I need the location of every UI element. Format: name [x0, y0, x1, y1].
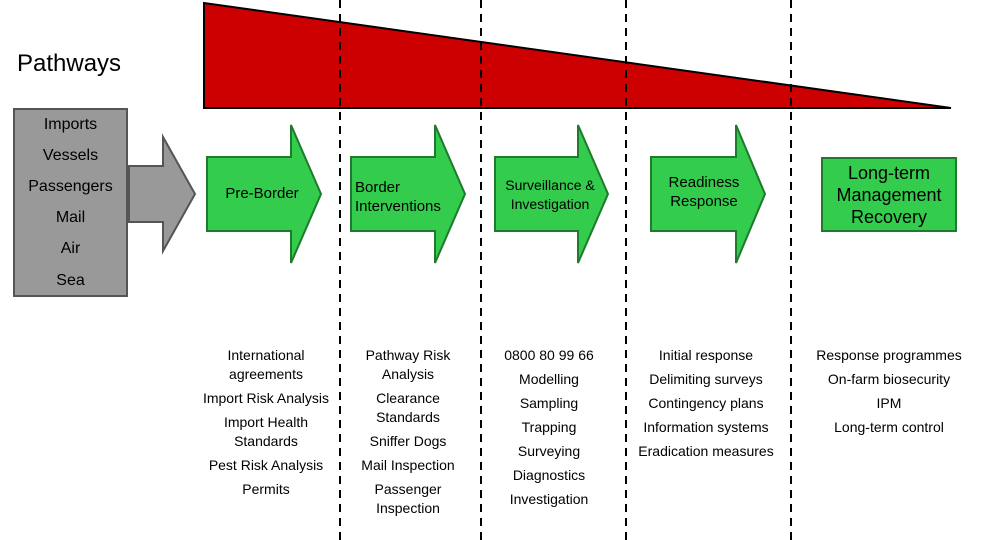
stage-label-surveillance: Surveillance & Investigation — [505, 177, 595, 212]
pathway-mail: Mail — [55, 209, 86, 226]
pathway-passengers: Passengers — [28, 178, 113, 195]
pathways-arrow — [128, 133, 197, 255]
pathway-imports: Imports — [43, 116, 98, 133]
list-item: Mail Inspection — [361, 457, 455, 473]
list-item: 0800 80 99 66 — [504, 347, 594, 363]
list-item: Passenger Inspection — [374, 481, 442, 516]
list-item: Import Risk Analysis — [202, 390, 330, 406]
list-item: Investigation — [509, 491, 589, 507]
stage-arrow-border — [350, 124, 467, 264]
stage-box-long-term: Long-term Management Recovery — [821, 157, 957, 232]
stage-arrow-pre-border — [206, 124, 323, 264]
column-surveillance: 0800 80 99 66 Modelling Sampling Trappin… — [488, 346, 610, 514]
stage-label-readiness: Readiness Response — [668, 174, 740, 210]
list-item: Diagnostics — [512, 467, 586, 483]
stage-arrow-surveillance — [494, 124, 610, 264]
list-item: Permits — [242, 481, 290, 497]
list-item: Information systems — [643, 419, 769, 435]
list-item: Pathway Risk Analysis — [365, 347, 451, 382]
list-item: Modelling — [519, 371, 579, 387]
stage-label-pre-border: Pre-Border — [225, 185, 299, 202]
column-long-term: Response programmes On-farm biosecurity … — [800, 346, 978, 442]
stage-arrow-readiness — [650, 124, 767, 264]
column-readiness: Initial response Delimiting surveys Cont… — [636, 346, 776, 466]
column-pre-border: International agreements Import Risk Ana… — [196, 346, 336, 504]
list-item: International agreements — [227, 347, 305, 382]
pathways-box: Imports Vessels Passengers Mail Air Sea — [13, 108, 128, 297]
list-item: Initial response — [658, 347, 754, 363]
column-border: Pathway Risk Analysis Clearance Standard… — [346, 346, 470, 523]
list-item: Response programmes — [816, 347, 962, 363]
list-item: Import Health Standards — [223, 414, 309, 449]
list-item: Surveying — [517, 443, 581, 459]
pathway-vessels: Vessels — [42, 147, 99, 164]
list-item: Long-term control — [834, 419, 944, 435]
pathway-air: Air — [60, 240, 81, 257]
list-item: Trapping — [521, 419, 577, 435]
list-item: Delimiting surveys — [649, 371, 763, 387]
list-item: Pest Risk Analysis — [208, 457, 324, 473]
risk-wedge — [203, 1, 952, 109]
list-item: IPM — [876, 395, 902, 411]
pathway-sea: Sea — [56, 272, 85, 289]
stage-label-border: Border Interventions — [355, 179, 441, 215]
list-item: Clearance Standards — [376, 390, 440, 425]
diagram-title: Pathways — [17, 50, 122, 77]
list-item: On-farm biosecurity — [827, 371, 951, 387]
list-item: Contingency plans — [648, 395, 764, 411]
list-item: Eradication measures — [638, 443, 774, 459]
list-item: Sampling — [519, 395, 579, 411]
list-item: Sniffer Dogs — [369, 433, 447, 449]
